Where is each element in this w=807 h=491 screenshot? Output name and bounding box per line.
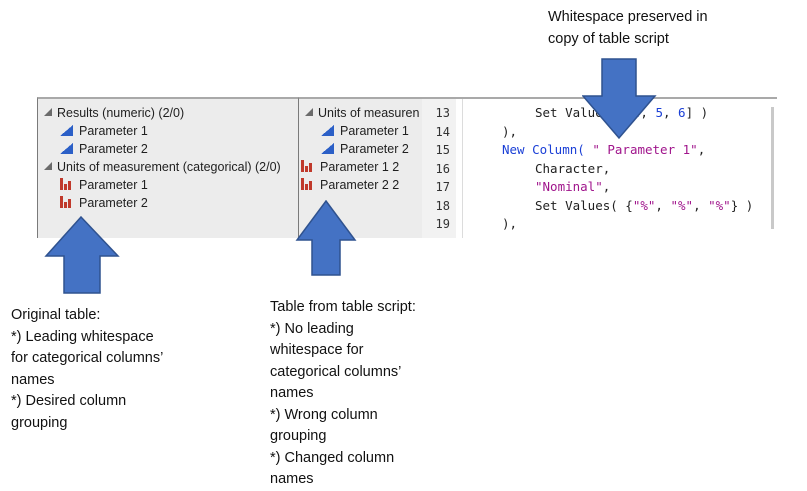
- code-token: ,: [640, 105, 656, 120]
- line-number: 15: [435, 143, 450, 157]
- group-label: Units of measuren: [318, 106, 420, 120]
- caption-line: *) Wrong column: [270, 406, 378, 423]
- code-token: ] ): [685, 105, 709, 120]
- code-line-16[interactable]: Character,: [535, 160, 610, 179]
- code-line-17[interactable]: "Nominal",: [535, 178, 610, 197]
- continuous-column-icon: [60, 143, 73, 154]
- caption-line: for categorical columns’: [11, 350, 164, 366]
- caption-line: *) Desired column: [11, 393, 127, 409]
- caption-line: names: [11, 371, 55, 388]
- categorical-column-icon: [301, 178, 314, 190]
- line-number: 17: [435, 180, 450, 194]
- line-number: 13: [435, 106, 450, 120]
- caption-line: Original table:: [11, 307, 101, 323]
- column-label: Parameter 1 2: [320, 160, 400, 174]
- column-label: Parameter 1: [79, 178, 148, 192]
- group-row-units[interactable]: Units of measurement (categorical) (2/0): [44, 158, 281, 176]
- caption-line: *) Leading whitespace: [11, 328, 154, 345]
- caption-line: *) Changed column: [270, 449, 395, 466]
- code-number: 5: [655, 105, 663, 120]
- continuous-column-icon: [321, 125, 334, 136]
- column-row[interactable]: Parameter 1: [60, 176, 148, 194]
- left-caption: Original table: *) Leading whitespace fo…: [11, 305, 163, 434]
- group-row-units[interactable]: Units of measuren: [305, 104, 419, 122]
- column-row[interactable]: Parameter 2: [60, 140, 148, 158]
- caption-line: *) No leading: [270, 320, 354, 337]
- categorical-column-icon: [301, 160, 314, 172]
- group-label: Results (numeric) (2/0): [57, 106, 185, 120]
- code-string: "%": [670, 197, 694, 213]
- code-line-14[interactable]: ),: [502, 123, 517, 142]
- column-row[interactable]: Parameter 2: [321, 140, 409, 158]
- top-caption-line-1: Whitespace preserved in: [548, 9, 708, 25]
- up-arrow: [295, 200, 357, 276]
- collapse-triangle-icon[interactable]: [44, 162, 52, 170]
- code-string: " Parameter 1": [592, 142, 698, 157]
- caption-line: whitespace for: [270, 342, 364, 358]
- caption-line: grouping: [270, 428, 327, 444]
- up-arrow: [44, 216, 120, 294]
- code-token: ),: [502, 216, 518, 231]
- line-number: 16: [435, 161, 450, 176]
- column-row[interactable]: Parameter 1: [321, 122, 409, 140]
- original-table-panel: Results (numeric) (2/0) Parameter 1 Para…: [37, 97, 298, 238]
- column-row[interactable]: Parameter 2 2: [301, 176, 399, 194]
- caption-line: Table from table script:: [270, 299, 416, 315]
- collapse-triangle-icon[interactable]: [44, 108, 52, 116]
- line-number: 18: [435, 198, 450, 213]
- caption-line: names: [270, 385, 314, 401]
- top-caption-line-2: copy of table script: [548, 30, 669, 47]
- code-token: ,: [693, 197, 709, 213]
- code-keyword: New Column(: [502, 142, 585, 157]
- code-token: Character,: [535, 160, 611, 176]
- column-label: Parameter 2 2: [320, 178, 400, 192]
- column-row[interactable]: Parameter 1 2: [301, 158, 399, 176]
- continuous-column-icon: [60, 125, 73, 136]
- group-row-results[interactable]: Results (numeric) (2/0): [44, 104, 184, 122]
- code-token: Set Values( {: [535, 197, 633, 213]
- column-label: Parameter 1: [79, 124, 148, 138]
- categorical-column-icon: [60, 196, 73, 208]
- caption-line: names: [270, 471, 314, 487]
- column-label: Parameter 2: [79, 196, 148, 210]
- categorical-column-icon: [60, 178, 73, 190]
- continuous-column-icon: [321, 143, 334, 154]
- code-string: "%": [708, 197, 731, 213]
- top-caption: Whitespace preserved in copy of table sc…: [548, 7, 708, 50]
- code-token: ,: [697, 142, 706, 157]
- code-line-18[interactable]: Set Values( {"%", "%", "%"} ): [535, 197, 753, 216]
- group-label: Units of measurement (categorical) (2/0): [57, 160, 281, 174]
- down-arrow: [582, 58, 657, 140]
- code-line-15[interactable]: New Column( " Parameter 1",: [502, 141, 705, 160]
- code-token: ,: [655, 197, 671, 213]
- code-token: ,: [602, 179, 611, 194]
- code-number: 6: [678, 105, 686, 120]
- column-label: Parameter 1: [340, 124, 409, 138]
- line-number: 14: [435, 124, 450, 139]
- code-token: ,: [662, 105, 679, 120]
- gutter-divider: [462, 99, 463, 238]
- code-line-19[interactable]: ),: [502, 215, 517, 234]
- caption-line: categorical columns’: [270, 363, 402, 380]
- code-string: "%": [632, 197, 656, 213]
- script-editor-panel: 13 14 15 16 17 18 19 Set Values( [4, 5, …: [422, 97, 777, 238]
- caption-line: grouping: [11, 414, 68, 431]
- column-label: Parameter 2: [79, 142, 148, 156]
- column-row[interactable]: Parameter 1: [60, 122, 148, 140]
- collapse-triangle-icon[interactable]: [305, 108, 313, 116]
- code-token: } ): [730, 197, 754, 213]
- code-string: "Nominal": [535, 179, 603, 194]
- script-table-panel: Units of measuren Parameter 1 Parameter …: [298, 97, 422, 238]
- code-token: ),: [502, 123, 518, 139]
- column-label: Parameter 2: [340, 142, 409, 156]
- vertical-scrollbar[interactable]: [771, 107, 774, 229]
- middle-caption: Table from table script: *) No leading w…: [270, 297, 416, 491]
- line-number: 19: [435, 217, 450, 231]
- line-number-gutter: [422, 99, 456, 238]
- column-row[interactable]: Parameter 2: [60, 194, 148, 212]
